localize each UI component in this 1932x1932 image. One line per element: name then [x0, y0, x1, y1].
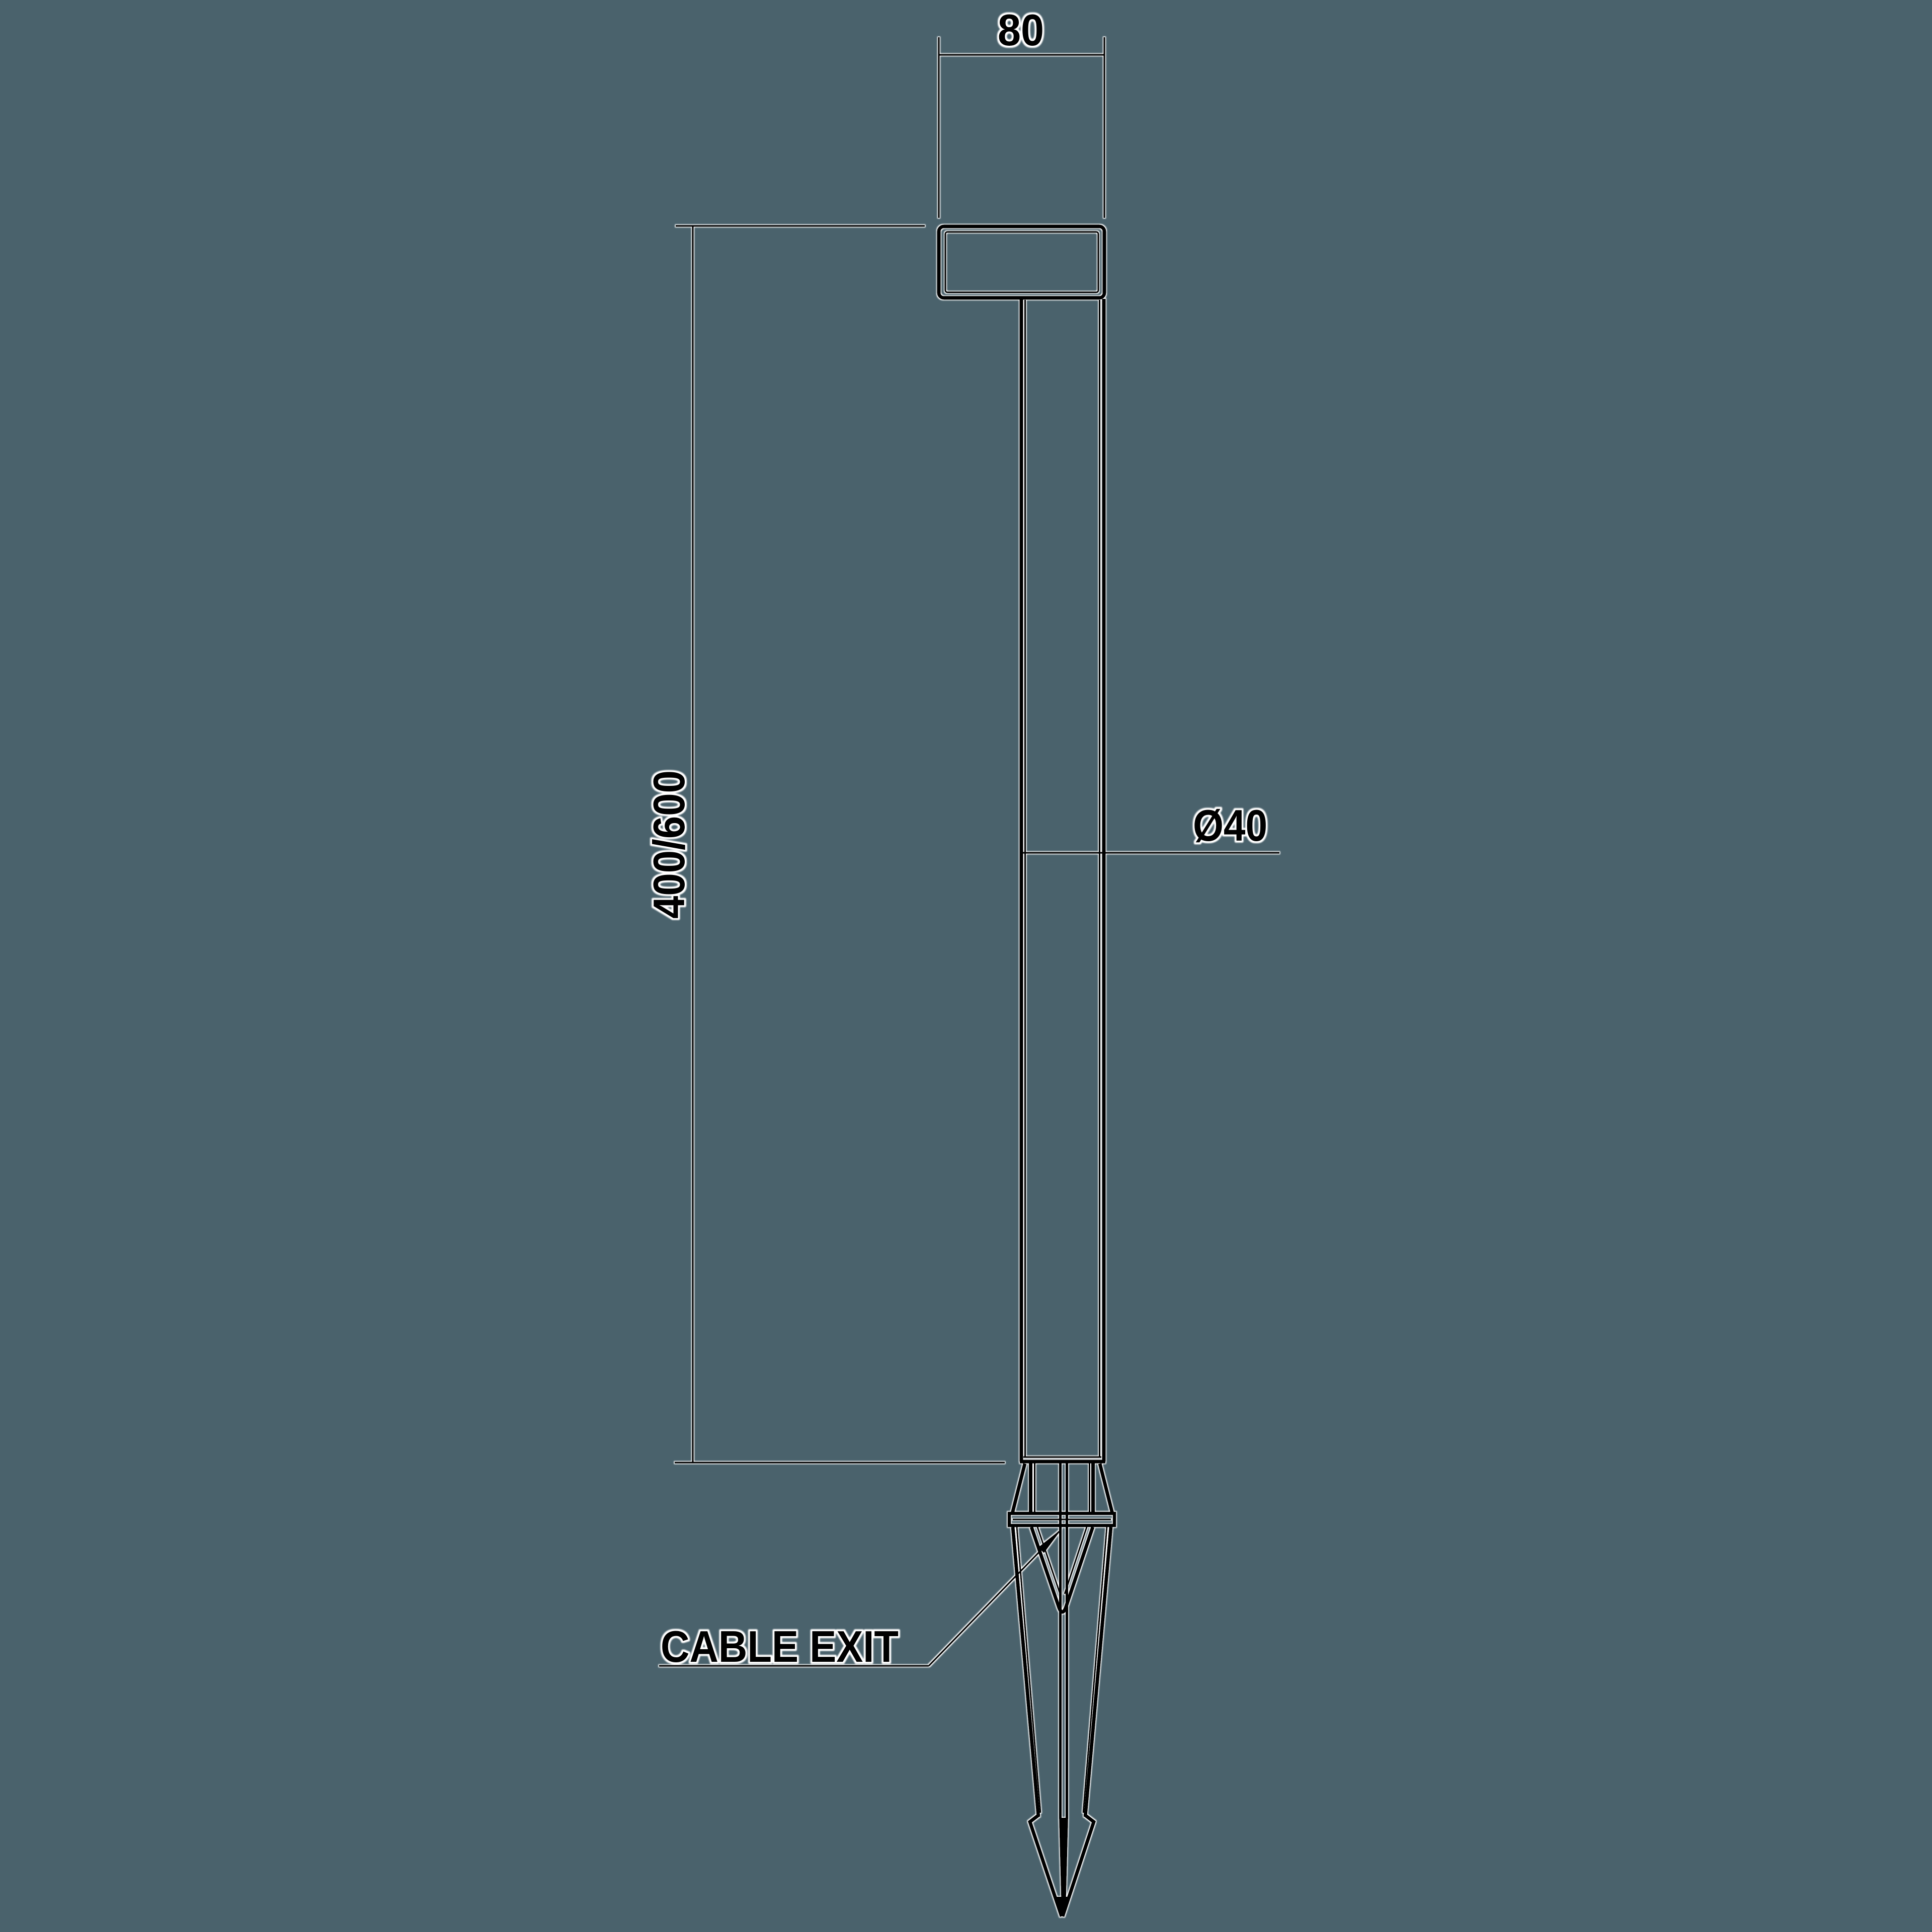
svg-text:Ø40: Ø40 [1193, 800, 1267, 850]
svg-text:CABLE EXIT: CABLE EXIT [661, 1622, 899, 1671]
svg-text:80: 80 [998, 5, 1044, 55]
svg-text:400/600: 400/600 [644, 770, 694, 919]
